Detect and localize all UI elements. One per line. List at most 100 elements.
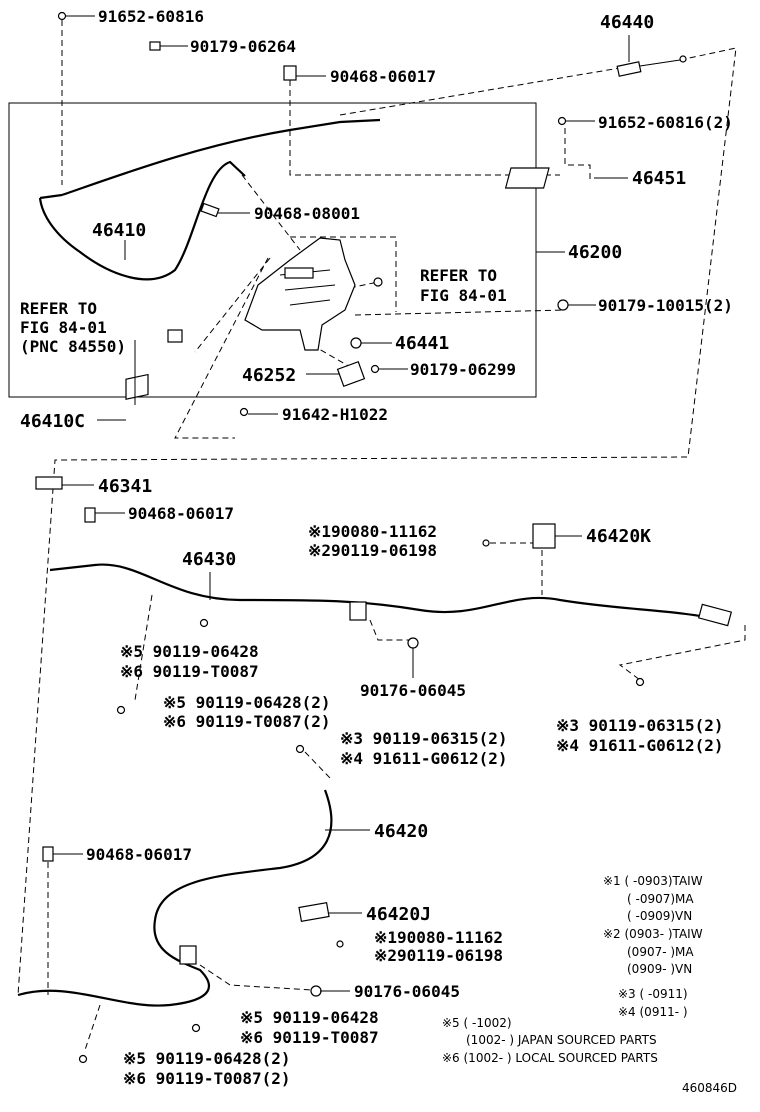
label-k2-90119-06198-b: ※290119-06198 — [374, 946, 503, 965]
label-46420J: 46420J — [366, 904, 431, 925]
label-refer-left-3: (PNC 84550) — [20, 337, 126, 356]
cable-46440 — [61, 118, 381, 197]
note-5b: (1002- ) JAPAN SOURCED PARTS — [466, 1033, 657, 1047]
label-k2-90119-06198: ※290119-06198 — [308, 541, 437, 560]
label-90468-08001: 90468-08001 — [254, 204, 360, 223]
guide-line — [564, 128, 591, 180]
label-46420K: 46420K — [586, 526, 651, 547]
clip-90468-06017 — [283, 65, 297, 81]
bracket-46341 — [35, 476, 63, 490]
label-91652-60816-2: 91652-60816(2) — [598, 113, 733, 132]
label-46441: 46441 — [395, 333, 449, 354]
label-k6-90119-T0087-2a: ※6 90119-T0087(2) — [163, 712, 331, 731]
bracket-46451 — [504, 167, 550, 189]
guide-line — [17, 47, 737, 996]
label-91652-60816: 91652-60816 — [98, 7, 204, 26]
label-90468-06017-top: 90468-06017 — [330, 67, 436, 86]
bolt-90119-06315-c — [295, 744, 305, 754]
label-90179-06264: 90179-06264 — [190, 37, 296, 56]
clip-90468-06017-bot — [42, 846, 54, 862]
label-46200: 46200 — [568, 242, 622, 263]
label-90179-06299: 90179-06299 — [410, 360, 516, 379]
guide-line — [84, 1004, 101, 1051]
guide-line — [354, 309, 566, 316]
bolt-91642 — [239, 407, 249, 417]
guide-line — [241, 174, 301, 251]
guide-line — [618, 625, 746, 681]
label-90179-10015: 90179-10015(2) — [598, 296, 733, 315]
guide-line — [134, 594, 153, 701]
bolt-91652-2 — [557, 116, 567, 126]
note-2b: (0907- )MA — [627, 945, 694, 959]
guide-line — [290, 236, 397, 312]
note-5a: ※5 ( -1002) — [442, 1016, 512, 1030]
label-k5-90119-06428-a: ※5 90119-06428 — [120, 642, 259, 661]
label-k3-90119-06315-r: ※3 90119-06315(2) — [556, 716, 724, 735]
label-46420: 46420 — [374, 821, 428, 842]
guide-line — [304, 751, 331, 779]
cable-end-46430 — [697, 603, 733, 627]
label-k1-90080-11162-b: ※190080-11162 — [374, 928, 503, 947]
note-6: ※6 (1002- ) LOCAL SOURCED PARTS — [442, 1051, 658, 1065]
label-k4-91611-G0612-r: ※4 91611-G0612(2) — [556, 736, 724, 755]
bolt-refer-fig — [373, 277, 383, 287]
bracket-46410C — [125, 373, 149, 400]
label-46440: 46440 — [600, 12, 654, 33]
bolt-90119-06428-2b — [78, 1054, 88, 1064]
bolt-90119-06315-r — [635, 677, 645, 687]
cable-46430 — [49, 563, 721, 622]
label-90176-06045-a: 90176-06045 — [360, 681, 466, 700]
label-k5-90119-06428-b: ※5 90119-06428 — [240, 1008, 379, 1027]
label-91642-H1022: 91642-H1022 — [282, 405, 388, 424]
label-k6-90119-T0087-2b: ※6 90119-T0087(2) — [123, 1069, 291, 1088]
label-46430: 46430 — [182, 549, 236, 570]
cable-46410 — [38, 160, 246, 281]
bracket-46252 — [336, 361, 366, 387]
label-46252: 46252 — [242, 365, 296, 386]
note-3: ※3 ( -0911) — [618, 987, 688, 1001]
label-k5-90119-06428-2a: ※5 90119-06428(2) — [163, 693, 331, 712]
label-refer-right-1: REFER TO — [420, 266, 497, 285]
guide-line — [174, 257, 269, 439]
note-2a: ※2 (0903- )TAIW — [603, 927, 703, 941]
label-k3-90119-06315-c: ※3 90119-06315(2) — [340, 729, 508, 748]
label-k6-90119-T0087-a: ※6 90119-T0087 — [120, 662, 259, 681]
label-refer-right-2: FIG 84-01 — [420, 286, 507, 305]
guide-line — [339, 67, 621, 116]
label-k4-91611-G0612-c: ※4 91611-G0612(2) — [340, 749, 508, 768]
clip-90176-06045-a — [407, 637, 419, 649]
bolt-90119-06428-2a — [116, 705, 126, 715]
label-46341: 46341 — [98, 476, 152, 497]
bolt-90119-06428-b — [191, 1023, 201, 1033]
guide-line — [194, 257, 271, 353]
clip-left — [167, 329, 183, 343]
note-1a: ※1 ( -0903)TAIW — [603, 874, 703, 888]
cable-46420 — [17, 789, 333, 1007]
cable-end-46440 — [639, 59, 681, 67]
label-90176-06045-b: 90176-06045 — [354, 982, 460, 1001]
bolt-90080 — [482, 539, 490, 547]
nut-90179-06299 — [370, 364, 380, 374]
label-k1-90080-11162: ※190080-11162 — [308, 522, 437, 541]
diagram-id: 460846D — [682, 1081, 737, 1095]
bracket-mid — [349, 601, 367, 621]
bolt-90080-b — [336, 940, 344, 948]
clip-46440 — [616, 61, 642, 77]
label-refer-left-2: FIG 84-01 — [20, 318, 107, 337]
note-4: ※4 (0911- ) — [618, 1005, 688, 1019]
note-1c: ( -0909)VN — [627, 909, 692, 923]
bolt-91652 — [57, 11, 67, 21]
nut-90179-10015 — [557, 299, 569, 311]
label-46410C: 46410C — [20, 411, 85, 432]
clip-90468-06017-mid — [84, 507, 96, 523]
label-46451: 46451 — [632, 168, 686, 189]
clip-90176-06045-b — [310, 985, 322, 997]
bracket-lower — [179, 945, 197, 965]
guide-line — [369, 619, 412, 641]
cable-46410-lower — [39, 193, 63, 200]
bolt-90119-06428-a — [199, 618, 209, 628]
assembly-box-46200 — [8, 102, 537, 398]
label-k5-90119-06428-2b: ※5 90119-06428(2) — [123, 1049, 291, 1068]
clip-46420K — [532, 523, 556, 549]
label-90468-06017-mid: 90468-06017 — [128, 504, 234, 523]
